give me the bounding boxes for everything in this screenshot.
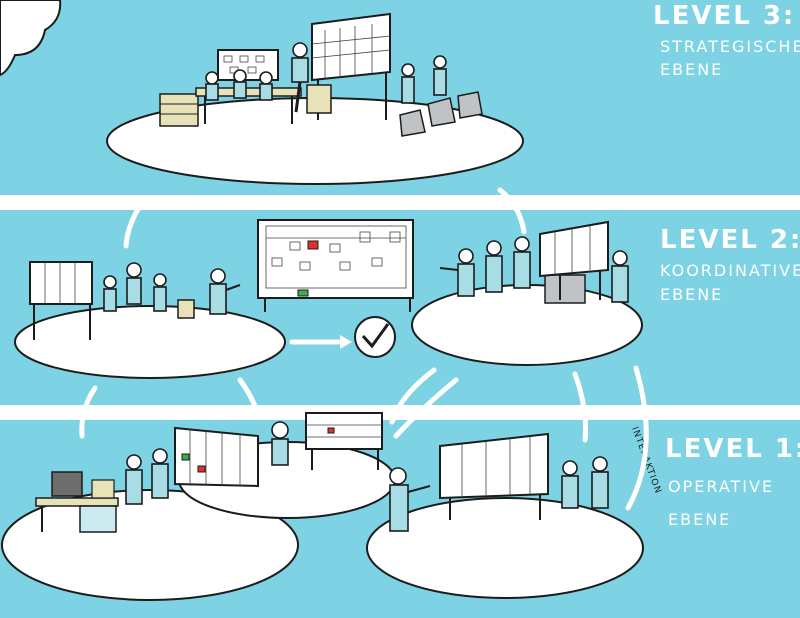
platform-level-1-right [366, 497, 644, 599]
level-1-right-team [389, 432, 609, 532]
level-2-left-team [29, 261, 241, 340]
arrow-l3-l2-right [497, 187, 527, 235]
level-2-title: LEVEL 2: [660, 225, 800, 255]
coordination-board [257, 219, 414, 312]
desk-workstation [35, 448, 169, 533]
arrow-l2-l1-left [79, 385, 98, 439]
arrow-l2-l1-mid [389, 367, 437, 425]
arrow-interaction [625, 365, 649, 511]
platform-level-1-left [1, 489, 299, 601]
presenter-figure [291, 42, 332, 114]
audience-chairs [399, 55, 483, 137]
level-2-subtitle-2: EBENE [660, 285, 723, 304]
level-1-subtitle-1: OPERATIVE [668, 477, 774, 496]
level-2-subtitle-1: KOORDINATIVE [660, 261, 800, 280]
check-icon [354, 316, 396, 358]
arrow-l2-l1-center [237, 377, 261, 417]
level-3-subtitle-2: EBENE [660, 60, 723, 79]
level-1-title: LEVEL 1: [665, 434, 800, 464]
cloud-shape [0, 0, 62, 77]
level-1-board-a [174, 421, 289, 488]
level-1-subtitle-2: EBENE [668, 510, 731, 529]
connection-arrows [79, 187, 649, 511]
platform-level-2-right [411, 284, 643, 366]
meeting-table-scene [159, 49, 302, 127]
platform-level-2-left [14, 305, 286, 379]
level-1-board-b [305, 412, 383, 470]
level-3-subtitle-1: STRATEGISCHE [660, 37, 800, 56]
arrow-l3-l2-left [123, 195, 149, 249]
arrow-l2-l1-mid-2 [393, 377, 459, 439]
level-2-right-team [439, 220, 629, 304]
strategy-board [311, 12, 391, 120]
arrow-l2-l1-right [572, 371, 589, 443]
level-3-title: LEVEL 3: [653, 1, 795, 31]
